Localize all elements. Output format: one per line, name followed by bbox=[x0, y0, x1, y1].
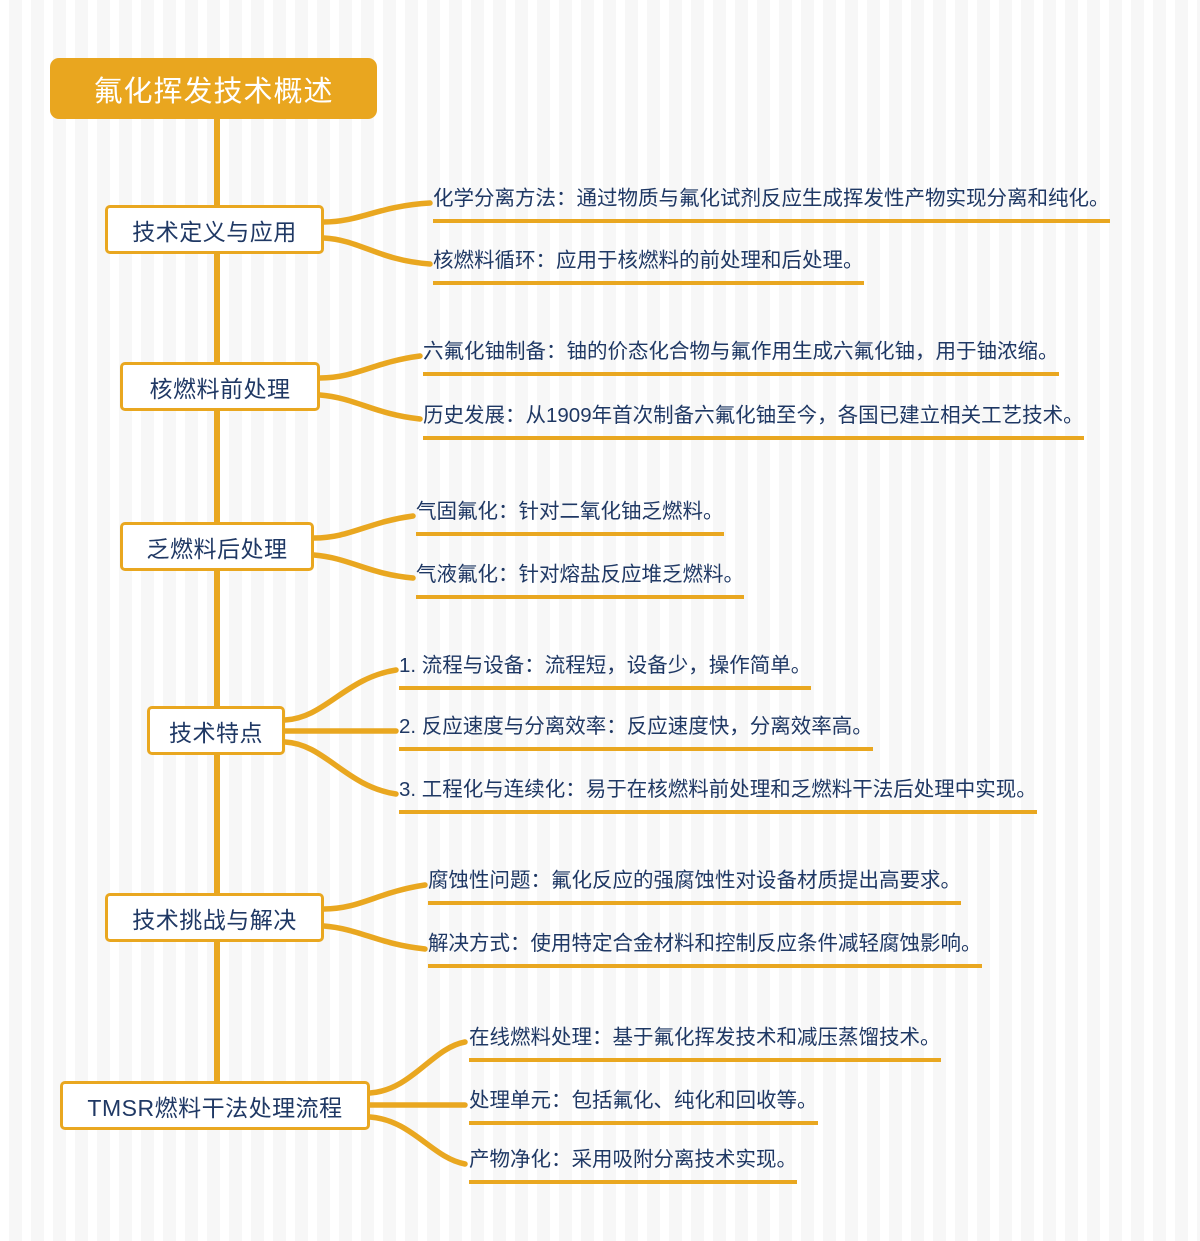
leaf-item[interactable]: 气液氟化：针对熔盐反应堆乏燃料。 bbox=[416, 562, 744, 599]
connector-b4-i1 bbox=[282, 667, 399, 723]
connector-b4-i3 bbox=[282, 739, 399, 797]
leaf-item[interactable]: 3. 工程化与连续化：易于在核燃料前处理和乏燃料干法后处理中实现。 bbox=[399, 777, 1037, 814]
connector-b2-i1 bbox=[317, 353, 423, 381]
connector-b2-i2 bbox=[317, 392, 423, 422]
leaf-item[interactable]: 2. 反应速度与分离效率：反应速度快，分离效率高。 bbox=[399, 714, 873, 751]
leaf-item[interactable]: 腐蚀性问题：氟化反应的强腐蚀性对设备材质提出高要求。 bbox=[428, 868, 961, 905]
root-node-label: 氟化挥发技术概述 bbox=[93, 75, 334, 108]
connector-b5-i2 bbox=[321, 923, 428, 952]
leaf-item[interactable]: 化学分离方法：通过物质与氟化试剂反应生成挥发性产物实现分离和纯化。 bbox=[433, 186, 1110, 223]
leaf-item[interactable]: 气固氟化：针对二氧化铀乏燃料。 bbox=[416, 499, 724, 536]
root-node[interactable]: 氟化挥发技术概述 bbox=[50, 58, 377, 119]
branch-node-fuel-pretreatment[interactable]: 核燃料前处理 bbox=[120, 362, 320, 411]
branch-node-technical-features[interactable]: 技术特点 bbox=[147, 706, 285, 755]
connector-b3-i2 bbox=[311, 552, 416, 581]
leaf-item[interactable]: 解决方式：使用特定合金材料和控制反应条件减轻腐蚀影响。 bbox=[428, 931, 982, 968]
branch-node-label: 核燃料前处理 bbox=[149, 375, 291, 402]
branch-node-label: 技术挑战与解决 bbox=[132, 906, 297, 933]
branch-node-label: 技术定义与应用 bbox=[132, 218, 297, 245]
branch-node-label: 技术特点 bbox=[169, 719, 263, 746]
connector-b5-i1 bbox=[321, 882, 428, 912]
branch-node-label: 乏燃料后处理 bbox=[146, 535, 288, 562]
leaf-item[interactable]: 1. 流程与设备：流程短，设备少，操作简单。 bbox=[399, 653, 812, 690]
connector-b3-i1 bbox=[311, 513, 416, 541]
leaf-item[interactable]: 在线燃料处理：基于氟化挥发技术和减压蒸馏技术。 bbox=[469, 1025, 941, 1062]
branch-node-technology-definition[interactable]: 技术定义与应用 bbox=[105, 205, 324, 254]
connector-b1-i2 bbox=[321, 235, 433, 267]
connector-b6-i1 bbox=[367, 1039, 468, 1096]
branch-node-challenges-solutions[interactable]: 技术挑战与解决 bbox=[105, 893, 324, 942]
leaf-item[interactable]: 产物净化：采用吸附分离技术实现。 bbox=[469, 1147, 797, 1184]
leaf-item[interactable]: 处理单元：包括氟化、纯化和回收等。 bbox=[469, 1088, 818, 1125]
leaf-item[interactable]: 历史发展：从1909年首次制备六氟化铀至今，各国已建立相关工艺技术。 bbox=[423, 403, 1084, 440]
branch-node-label: TMSR燃料干法处理流程 bbox=[87, 1094, 343, 1121]
leaf-item[interactable]: 六氟化铀制备：铀的价态化合物与氟作用生成六氟化铀，用于铀浓缩。 bbox=[423, 339, 1059, 376]
connector-b6-i3 bbox=[367, 1114, 468, 1167]
branch-node-spent-fuel-reprocessing[interactable]: 乏燃料后处理 bbox=[120, 522, 314, 571]
branch-node-tmsr-dry-process[interactable]: TMSR燃料干法处理流程 bbox=[60, 1081, 370, 1130]
connector-b1-i1 bbox=[321, 200, 433, 225]
leaf-item[interactable]: 核燃料循环：应用于核燃料的前处理和后处理。 bbox=[433, 248, 864, 285]
